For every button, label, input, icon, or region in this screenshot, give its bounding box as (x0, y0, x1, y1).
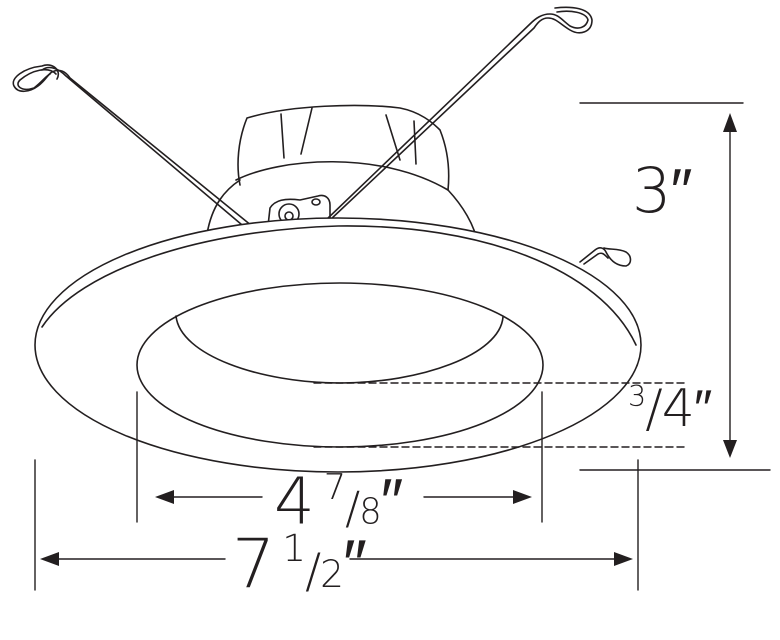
torsion-spring-clip-right (325, 6, 593, 221)
height-dimension (579, 102, 771, 471)
inch-mark: ″ (693, 379, 712, 440)
whole-value: 4 (274, 465, 315, 540)
fraction-numerator: 7 (323, 467, 346, 508)
inch-mark: ″ (380, 465, 404, 540)
torsion-spring-clip-left (12, 64, 253, 231)
arrow-up-icon (723, 113, 737, 132)
whole-value: 7 (232, 525, 275, 605)
fraction-denominator: 4 (661, 379, 695, 440)
housing (206, 104, 479, 246)
overall-dimension (34, 459, 639, 591)
trim-flange (34, 217, 642, 473)
fraction-denominator: 8 (359, 491, 381, 533)
arrow-right-icon (614, 552, 633, 566)
height-label: 3″ (632, 160, 692, 222)
fraction-denominator: 2 (320, 552, 344, 597)
arrow-right-icon (513, 490, 532, 504)
inch-mark: ″ (670, 154, 692, 227)
arrow-left-icon (40, 552, 59, 566)
trim-depth-guides (313, 382, 689, 448)
trim-depth-label: 3/4″ (628, 379, 712, 440)
arrow-down-icon (723, 440, 737, 458)
inch-mark: ″ (342, 525, 367, 605)
height-value: 3 (632, 154, 671, 227)
rear-spring-clip (579, 247, 632, 267)
fraction-numerator: 3 (628, 379, 646, 413)
arrow-left-icon (155, 490, 174, 504)
aperture-dimension (136, 391, 543, 523)
fraction-numerator: 1 (282, 526, 306, 570)
